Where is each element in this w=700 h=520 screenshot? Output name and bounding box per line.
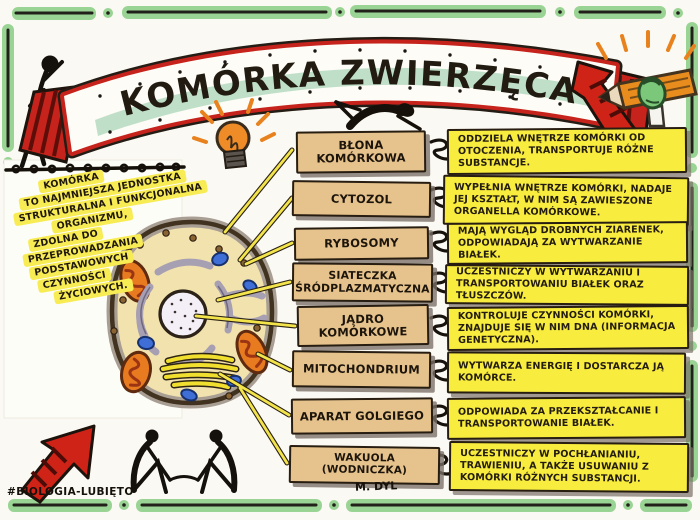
label-jadro-komorkowe: JĄDRO KOMÓRKOWE (296, 303, 430, 348)
label-cytozol: CYTOZOL (291, 180, 432, 218)
label-aparat-golgiego: APARAT GOLGIEGO (290, 397, 434, 435)
spiral-binding-icon (4, 162, 186, 174)
nucleus-dots (170, 298, 198, 331)
nucleus (158, 289, 208, 339)
label-rybosomy: RYBOSOMY (293, 226, 430, 261)
leader-lines (193, 147, 298, 466)
mitochondrion (235, 329, 269, 375)
desc-mitochondrium: WYTWARZA ENERGIĘ I DOSTARCZA JĄ KOMÓRCE. (446, 351, 687, 395)
label-siateczka-srodplazmatyczna: SIATECZKA ŚRÓDPLAZMATYCZNA (291, 262, 434, 303)
label-mitochondrium: MITOCHONDRIUM (291, 350, 432, 389)
hashtag-credit: #BIOLOGIA-LUBIĘTO (7, 486, 134, 498)
lightbulb-icon (192, 98, 276, 170)
mitochondrion (120, 350, 152, 394)
author-signature: M. DYL (354, 479, 398, 494)
label-blona-komorkowa: BŁONA KOMÓRKOWA (295, 130, 427, 174)
resting-figures-icon (130, 429, 238, 494)
desc-wakuola: UCZESTNICZY W POCHŁANIANIU, TRAWIENIU, A… (448, 440, 690, 494)
desc-blona-komorkowa: ODDZIELA WNĘTRZE KOMÓRKI OD OTOCZENIA, T… (446, 126, 688, 176)
desc-rybosomy: MAJĄ WYGLĄD DROBNYCH ZIARENEK, ODPOWIADA… (446, 221, 689, 265)
desc-siateczka-srodplazmatyczna: UCZESTNICZY W WYTWARZANIU I TRANSPORTOWA… (444, 264, 690, 306)
red-arrow-icon (20, 424, 96, 504)
reclining-figure-icon (334, 100, 422, 131)
pencil-icon (596, 30, 698, 128)
label-wakuola: WAKUOLA (WODNICZKA) (288, 444, 441, 486)
banner-green-wash (95, 67, 592, 136)
desc-cytozol: WYPEŁNIA WNĘTRZE KOMÓRKI, NADAJE JEJ KSZ… (442, 174, 690, 228)
ribosome-dots (110, 229, 261, 400)
cell-illustration (106, 216, 278, 409)
golgi-apparatus (159, 352, 240, 391)
desc-jadro-komorkowe: KONTROLUJE CZYNNOŚCI KOMÓRKI, ZNAJDUJE S… (446, 304, 690, 352)
desc-aparat-golgiego: ODPOWIADA ZA PRZEKSZTAŁCANIE I TRANSPORT… (446, 396, 687, 440)
